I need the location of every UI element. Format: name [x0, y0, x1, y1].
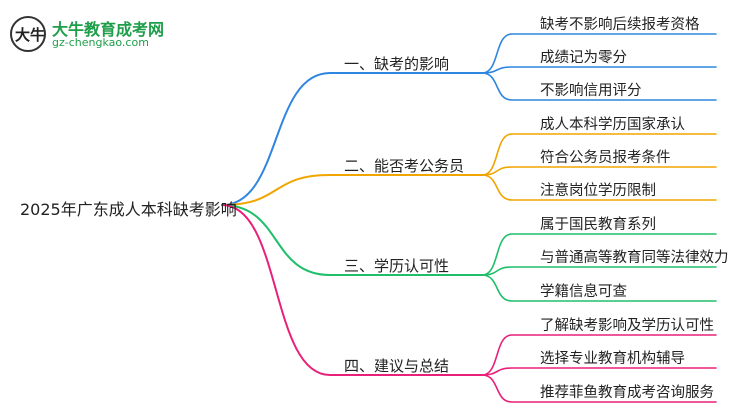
branch-label-4: 四、建议与总结	[344, 357, 450, 375]
leaf-label: 与普通高等教育同等法律效力	[540, 250, 729, 266]
leaf-label: 推荐菲鱼教育成考咨询服务	[540, 385, 714, 401]
branch-label-3: 三、学历认可性	[344, 257, 450, 275]
logo-name: 大牛教育成考网	[52, 20, 165, 39]
leaf-connector	[481, 367, 717, 376]
branch-connector	[221, 174, 483, 206]
branch-label-1: 一、缺考的影响	[344, 55, 450, 73]
leaf-label: 缺考不影响后续报考资格	[540, 17, 700, 33]
branch-connector	[221, 204, 483, 376]
leaf-connector	[481, 233, 717, 276]
leaf-connector	[481, 266, 717, 276]
root-topic: 2025年广东成人本科缺考影响	[20, 200, 237, 219]
leaf-connector	[481, 72, 717, 101]
leaf-label: 成绩记为零分	[540, 50, 627, 66]
leaf-label: 选择专业教育机构辅导	[540, 351, 685, 367]
leaf-connector	[481, 374, 717, 403]
logo-url: gz-chengkao.com	[52, 36, 149, 49]
leaf-connector	[481, 274, 717, 302]
leaf-label: 符合公务员报考条件	[540, 150, 671, 166]
leaf-connector	[481, 174, 717, 201]
logo-icon: 大牛	[10, 16, 46, 52]
branch-label-2: 二、能否考公务员	[344, 157, 465, 175]
branch-connector	[221, 204, 483, 276]
leaf-connector	[481, 166, 717, 176]
leaf-connector	[481, 334, 717, 376]
leaf-label: 成人本科学历国家承认	[540, 117, 685, 133]
leaf-label: 属于国民教育系列	[540, 217, 656, 233]
leaf-connector	[481, 133, 717, 176]
leaf-label: 学籍信息可查	[540, 284, 627, 300]
leaf-connector	[481, 66, 717, 74]
logo-glyph: 大牛	[14, 26, 45, 44]
branch-connector	[221, 72, 483, 206]
leaf-label: 不影响信用评分	[540, 83, 642, 99]
leaf-connector	[481, 33, 717, 74]
leaf-label: 了解缺考影响及学历认可性	[540, 318, 714, 334]
leaf-label: 注意岗位学历限制	[540, 183, 656, 199]
logo: 大牛 大牛教育成考网 gz-chengkao.com	[6, 14, 166, 54]
